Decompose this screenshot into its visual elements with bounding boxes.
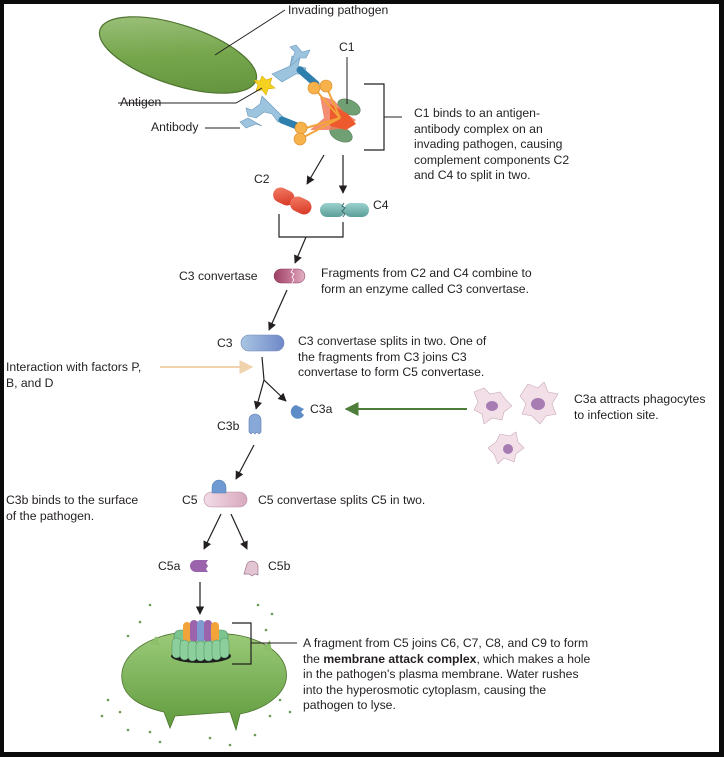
arrow-to-c2	[306, 154, 325, 185]
c5b-illustration	[243, 560, 259, 577]
label-c3-convertase: C3 convertase	[179, 269, 258, 283]
label-c5a: C5a	[158, 559, 181, 573]
mac-text-suffix: , which makes a hole in the pathogen's p…	[303, 651, 591, 713]
label-c3: C3	[217, 336, 233, 350]
label-c2: C2	[254, 172, 270, 186]
description-c3a-effect: C3a attracts phagocytes to infection sit…	[574, 392, 706, 422]
description-factors: Interaction with factors P, B, and D	[6, 360, 142, 390]
mac-text-prefix: A fragment from C5 joins C6, C7, C8, and…	[303, 636, 589, 666]
description-mac: A fragment from C5 joins C6, C7, C8, and…	[303, 636, 590, 714]
c1-complex-illustration	[293, 57, 402, 151]
diagram-canvas	[4, 4, 719, 752]
antibody-illustration	[205, 44, 320, 132]
c3b-illustration	[248, 413, 262, 435]
label-c5: C5	[182, 493, 198, 507]
description-step1: C1 binds to an antigen- antibody complex…	[414, 106, 570, 182]
cytoplasm-debris	[100, 603, 292, 747]
phagocytes-illustration	[473, 381, 559, 465]
description-step4: C5 convertase splits C5 in two.	[258, 493, 426, 507]
label-c4: C4	[373, 198, 389, 212]
c3-convertase-illustration	[273, 268, 306, 284]
invading-pathogen-illustration	[98, 9, 286, 94]
arrow-to-c3	[268, 289, 288, 331]
lysing-pathogen-illustration	[121, 631, 287, 732]
label-invading-pathogen: Invading pathogen	[288, 3, 389, 17]
label-c5b: C5b	[268, 559, 291, 573]
label-c3b: C3b	[217, 419, 240, 433]
c2-fragments-illustration	[273, 187, 312, 215]
c4-fragments-illustration	[320, 202, 369, 218]
c5-illustration	[203, 479, 248, 508]
c5a-illustration	[190, 560, 208, 572]
label-c1: C1	[339, 40, 355, 54]
c2-c4-combine-bracket	[278, 214, 344, 238]
mac-term: membrane attack complex	[323, 651, 477, 666]
description-c3b-effect: C3b binds to the surface of the pathogen…	[6, 493, 139, 523]
c3-illustration	[240, 334, 285, 352]
arrow-to-c5b	[230, 513, 248, 550]
antigen-illustration	[118, 75, 276, 104]
arrow-to-c3-convertase	[294, 236, 307, 264]
c3-split-line	[261, 356, 265, 381]
arrow-to-c5	[235, 444, 255, 480]
phagocyte-nuclei	[486, 398, 545, 454]
label-antigen: Antigen	[120, 95, 162, 109]
label-c3a: C3a	[310, 402, 333, 416]
arrow-to-c5a	[203, 513, 222, 550]
membrane-attack-complex-illustration	[171, 620, 297, 665]
description-step3: C3 convertase splits in two. One of the …	[298, 334, 487, 379]
arrow-to-c3a	[263, 379, 287, 402]
description-step2: Fragments from C2 and C4 combine to form…	[321, 266, 532, 296]
arrow-to-c3b	[253, 379, 265, 410]
label-antibody: Antibody	[151, 120, 199, 134]
c3a-illustration	[290, 405, 304, 419]
